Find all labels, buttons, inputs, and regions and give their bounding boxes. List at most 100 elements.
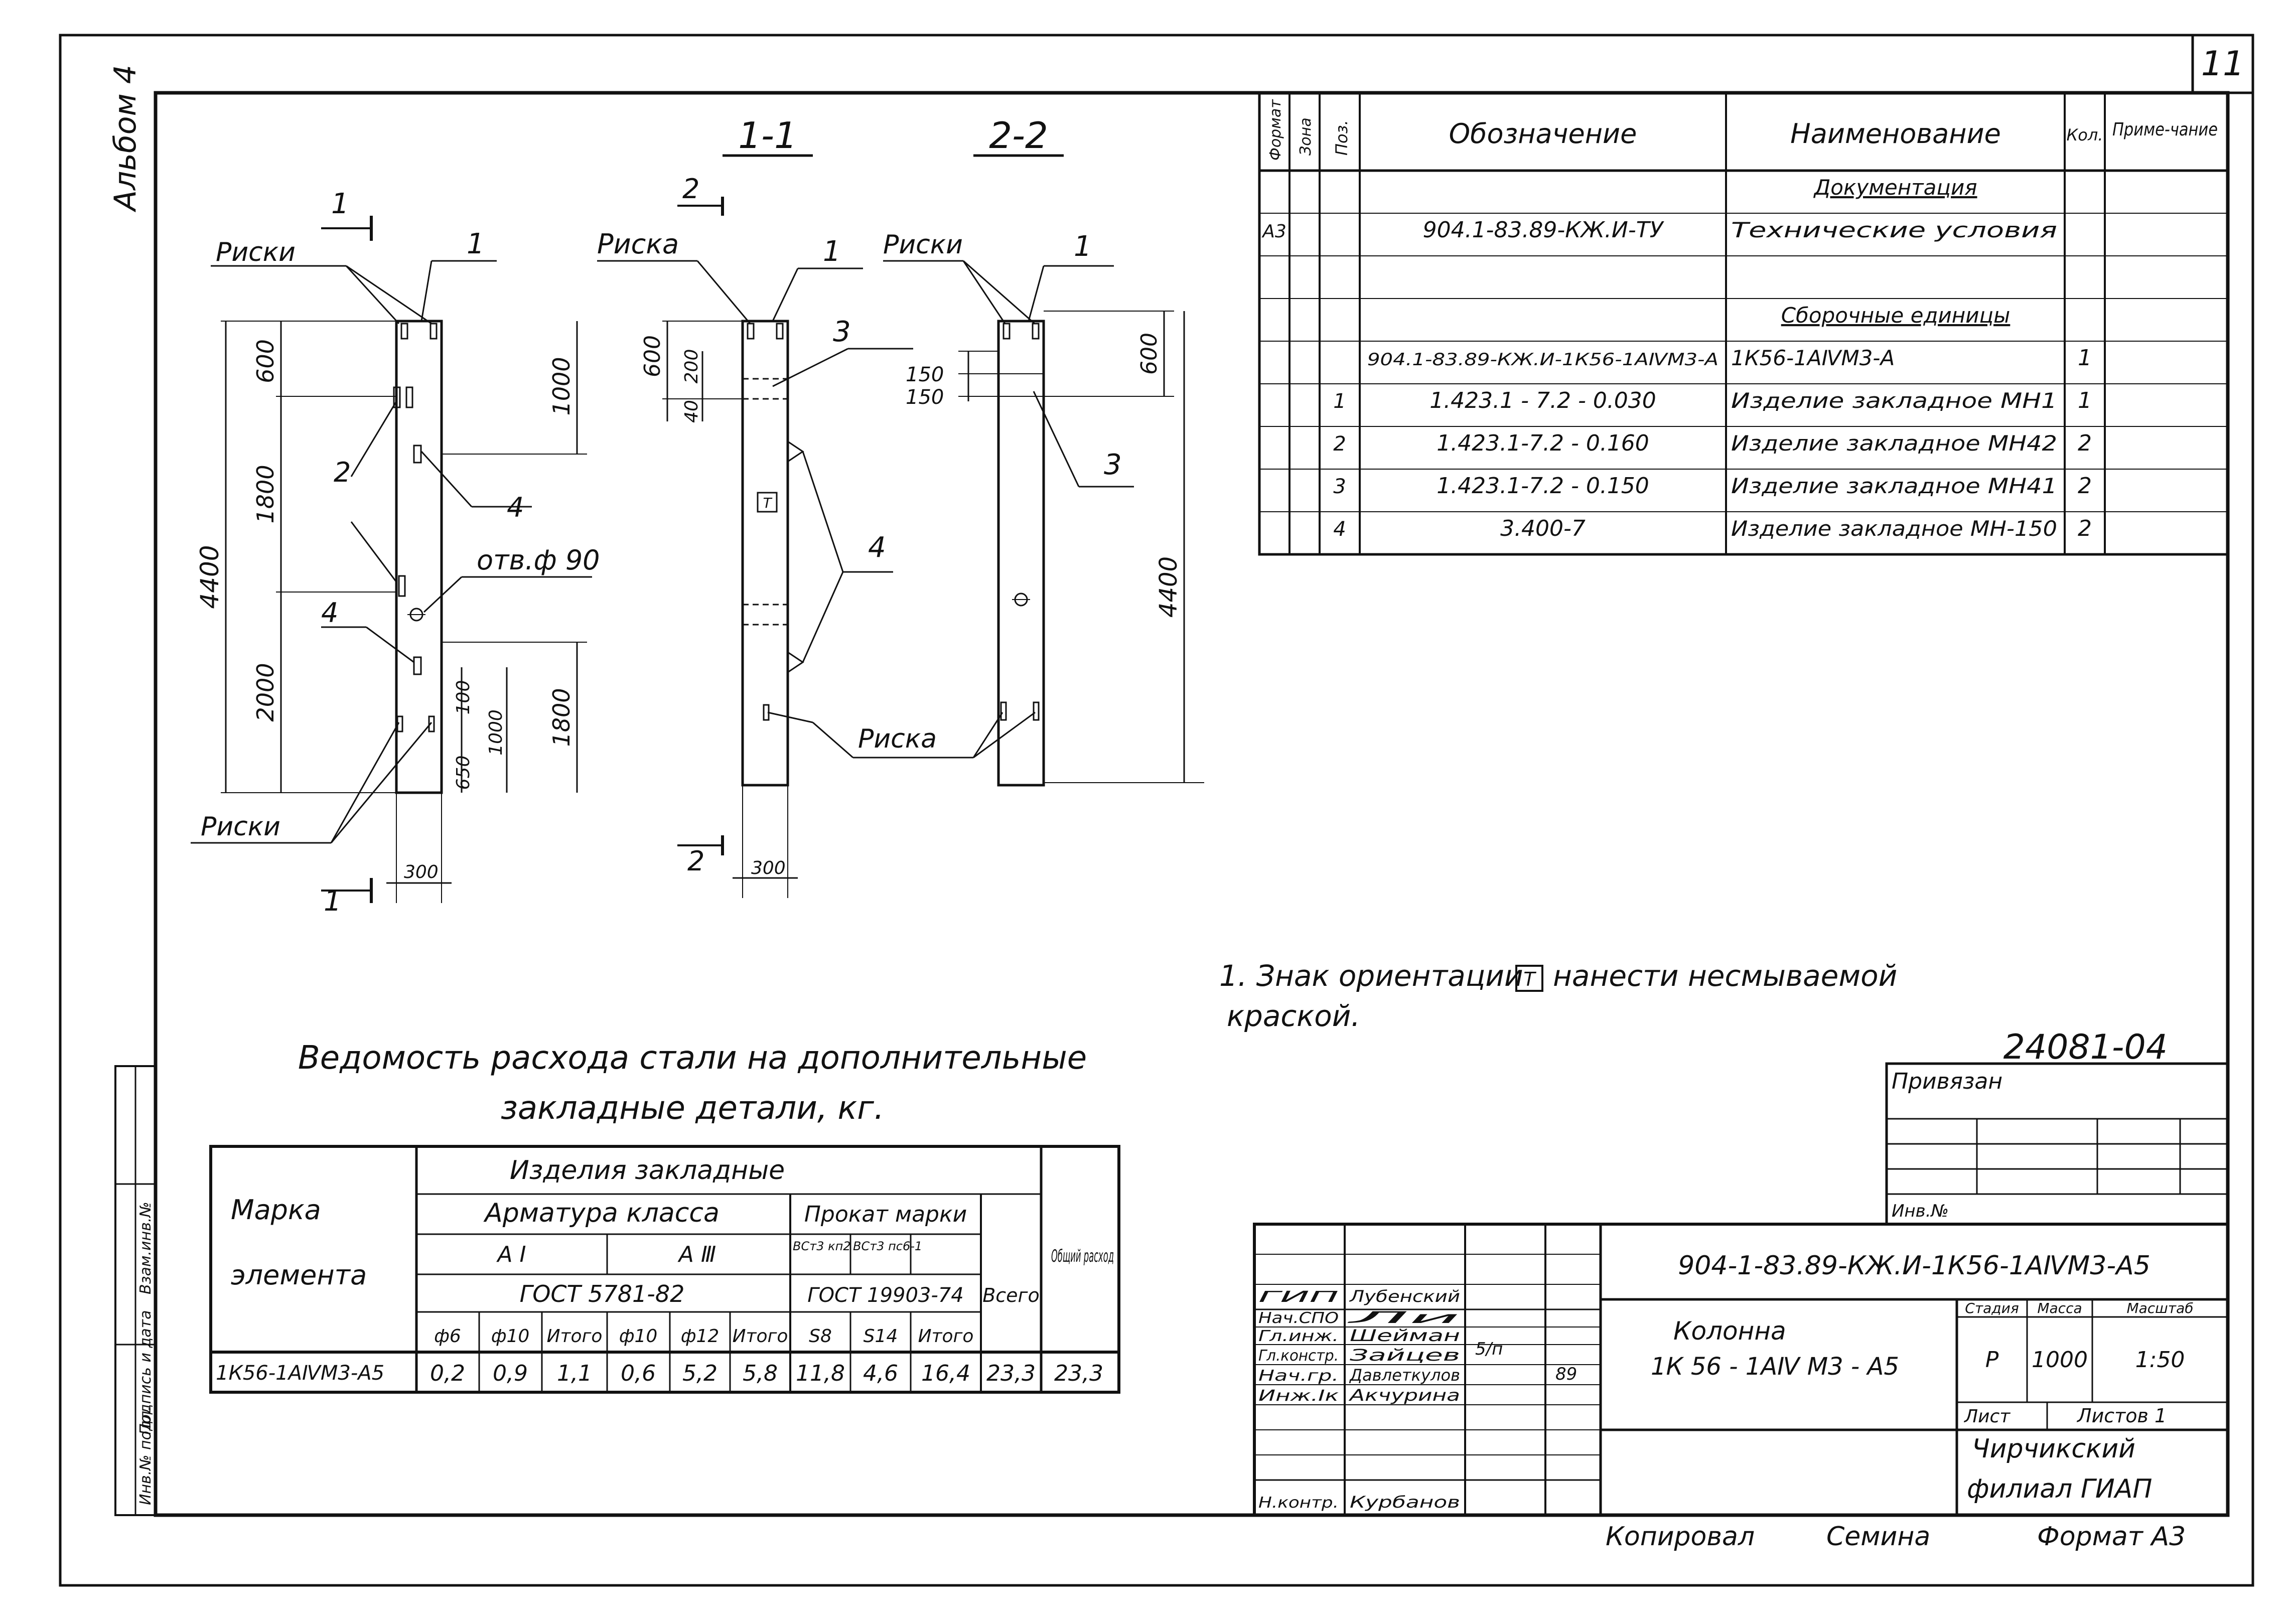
dim-1000-a: 1000 — [548, 357, 575, 415]
spec-cell-pos: 1 — [1333, 390, 1346, 413]
spec-cell-format: А3 — [1261, 221, 1286, 242]
steel-h-obshiy: Общий расход — [1051, 1246, 1114, 1266]
cut-mark-2-bottom: 2 — [687, 845, 704, 877]
tb-org1: Чирчикский — [1972, 1434, 2135, 1464]
steel-value: 23,3 — [986, 1361, 1036, 1386]
label-pos2: 2 — [334, 457, 351, 488]
label-pos1-a: 1 — [467, 228, 485, 260]
tb-date-sign: 5/п — [1475, 1339, 1503, 1359]
steel-value: 5,8 — [743, 1361, 778, 1386]
strip-vzam: Взам.инв.№ — [137, 1202, 155, 1294]
steel-statement: Ведомость расхода стали на дополнительны… — [209, 1040, 1120, 1394]
label-riski-bottom: Риски — [201, 812, 280, 842]
steel-title-1: Ведомость расхода стали на дополнительны… — [298, 1040, 1087, 1077]
spec-cell-name: Сборочные единицы — [1781, 303, 2011, 328]
spec-h-pos: Поз. — [1332, 120, 1351, 156]
spec-cell-designation: 3.400-7 — [1500, 516, 1586, 541]
spec-h-designation: Обозначение — [1449, 118, 1637, 150]
label-riski-2: Риски — [883, 230, 963, 260]
section-title-2-2: 2-2 — [989, 114, 1048, 157]
steel-h-gost2: ГОСТ 19903-74 — [807, 1284, 963, 1307]
spec-h-note: Приме-чание — [2112, 119, 2218, 140]
tb-role-label: Н.контр. — [1258, 1494, 1339, 1512]
steel-subheader: S14 — [864, 1326, 898, 1347]
dim-1000-b: 1000 — [486, 709, 506, 756]
column-view-main: 1 1 Риски 1 2 4 отв.ф 90 4 Риски 4400 — [191, 188, 600, 918]
footer-copier: Семина — [1826, 1522, 1930, 1552]
steel-subheader: ф6 — [434, 1326, 461, 1347]
label-pos3-b: 3 — [1104, 449, 1122, 481]
label-pos4-b: 4 — [321, 597, 338, 629]
dim-40: 40 — [681, 400, 702, 423]
steel-value: 5,2 — [682, 1361, 718, 1386]
dim-600-a: 600 — [252, 339, 279, 383]
tb-scale: 1:50 — [2135, 1347, 2185, 1373]
dim-4400-a: 4400 — [195, 545, 224, 609]
dim-150-b: 150 — [906, 386, 944, 409]
spec-cell-designation: 1.423.1-7.2 - 0.150 — [1437, 473, 1649, 499]
column-section-2-2: Риски 1 3 Риска 150 150 600 4400 — [767, 230, 1204, 787]
steel-value: 4,6 — [863, 1361, 898, 1386]
steel-value: 23,3 — [1054, 1361, 1103, 1386]
tb-role-name: Акчурина — [1348, 1386, 1460, 1405]
tb-mass: 1000 — [2032, 1347, 2088, 1373]
steel-subheader: ф10 — [619, 1326, 658, 1347]
spec-h-format: Формат — [1267, 99, 1284, 161]
steel-value: 11,8 — [796, 1361, 845, 1386]
note-mark: Т — [1523, 968, 1536, 990]
dim-2000: 2000 — [252, 663, 279, 721]
steel-value: 0,9 — [493, 1361, 528, 1386]
steel-subheader: Итого — [733, 1326, 788, 1347]
spec-cell-qty: 1 — [2078, 345, 2092, 371]
steel-value: 0,2 — [430, 1361, 465, 1386]
note-line2: краской. — [1227, 999, 1360, 1033]
tb-role-name: Лубенский — [1349, 1287, 1460, 1306]
dim-650: 650 — [453, 756, 474, 790]
tb-title1: Колонна — [1673, 1316, 1786, 1346]
note-line1: 1. Знак ориентации — [1219, 959, 1523, 993]
dim-300-b: 300 — [751, 858, 786, 878]
spec-h-qty: Кол. — [2067, 125, 2103, 144]
note-line1-end: нанести несмываемой — [1553, 959, 1897, 993]
tb-date-year: 89 — [1555, 1364, 1577, 1384]
note-block: 1. Знак ориентации Т нанести несмываемой… — [1219, 959, 1897, 1033]
steel-h-vst-kp2: ВСт3 кп2 — [793, 1239, 851, 1253]
tb-role-name: Ли — [1347, 1308, 1460, 1327]
tb-role-name: Зайцев — [1350, 1346, 1460, 1365]
label-pos1-c: 1 — [1074, 230, 1092, 263]
steel-h-gost1: ГОСТ 5781-82 — [520, 1280, 685, 1307]
tb-title2: 1К 56 - 1АⅣ М3 - А5 — [1651, 1353, 1899, 1381]
steel-subheader: Итого — [547, 1326, 603, 1347]
label-riska-b: Риска — [858, 724, 937, 754]
spec-cell-pos: 2 — [1333, 432, 1346, 456]
steel-h-element: элемента — [231, 1259, 367, 1291]
dim-600-c: 600 — [1136, 333, 1162, 375]
strip-inv-podl: Инв.№ подл. — [137, 1406, 155, 1505]
tb-lists: Листов 1 — [2076, 1405, 2167, 1427]
label-hole: отв.ф 90 — [477, 544, 600, 576]
spec-cell-name: Документация — [1813, 175, 1977, 200]
spec-cell-name: Изделие закладное МН1 — [1731, 388, 2057, 413]
left-stamp-strip: Инв.№ подл. Подпись и дата Взам.инв.№ — [114, 1065, 157, 1516]
label-riska-a: Риска — [597, 228, 679, 260]
spec-cell-qty: 1 — [2078, 388, 2092, 413]
steel-h-izdelia: Изделия закладные — [510, 1155, 785, 1186]
spec-cell-designation: 904.1-83.89-КЖ.И-1К56-1АⅣМ3-А — [1367, 350, 1718, 370]
steel-h-vst-ps6: ВСт3 пс6-1 — [853, 1239, 922, 1253]
doc-number: 24081-04 — [2003, 1027, 2168, 1067]
spec-cell-qty: 2 — [2078, 473, 2092, 499]
dim-4400-b: 4400 — [1155, 556, 1183, 618]
tb-role-label: Инж.Ⅰк — [1258, 1387, 1339, 1405]
tb-role-name: Курбанов — [1350, 1493, 1460, 1512]
spec-cell-designation: 1.423.1-7.2 - 0.160 — [1437, 430, 1649, 456]
tb-role-label: Гл.констр. — [1258, 1347, 1339, 1365]
steel-title-2: закладные детали, кг. — [501, 1090, 884, 1127]
footer-format: Формат А3 — [2037, 1522, 2186, 1552]
spec-cell-name: Изделие закладное МН-150 — [1731, 516, 2057, 541]
spec-cell-qty: 2 — [2078, 516, 2092, 541]
steel-value: 0,6 — [621, 1361, 656, 1386]
